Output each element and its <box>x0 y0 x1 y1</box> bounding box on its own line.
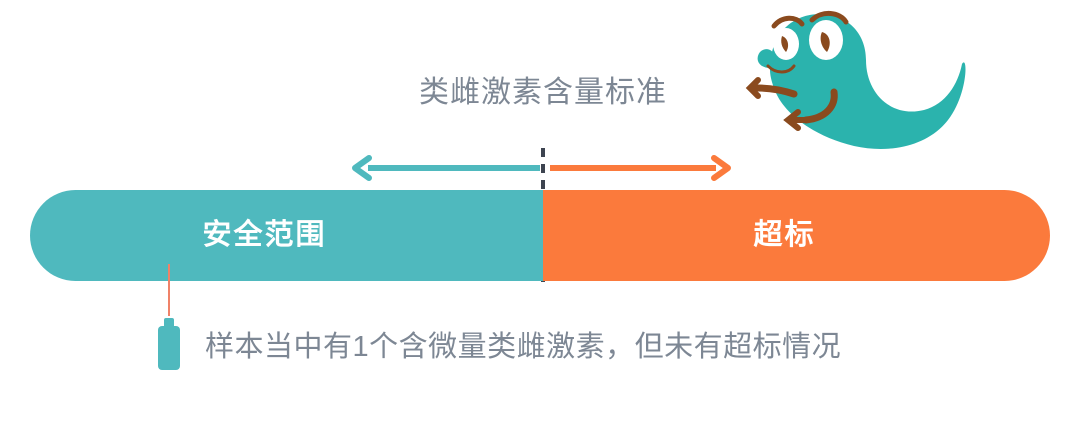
worm-pupil-right <box>820 32 830 52</box>
arrow-right-exceed <box>550 155 731 181</box>
bottle-neck <box>164 318 174 328</box>
worm-eyebrow-left <box>771 15 805 29</box>
sample-bottle-icon <box>158 318 180 370</box>
bar-segment-safe-label: 安全范围 <box>202 219 327 251</box>
worm-eyebrow-right <box>809 11 849 25</box>
bottle-body <box>158 326 180 370</box>
worm-hand-upper <box>745 77 767 99</box>
bar-segment-exceed: 超标 <box>543 190 1050 281</box>
bar-segment-safe: 安全范围 <box>30 190 543 281</box>
arrow-indicators <box>0 152 1080 182</box>
bar-segment-exceed-label: 超标 <box>753 219 816 251</box>
worm-mouth <box>766 64 796 74</box>
sample-pointer-line <box>168 264 170 316</box>
worm-mascot-icon <box>745 11 966 149</box>
worm-snout <box>757 49 776 68</box>
arrow-left-safe <box>352 155 540 181</box>
caption-text: 样本当中有1个含微量类雌激素，但未有超标情况 <box>205 331 842 363</box>
range-bar: 安全范围 超标 <box>30 190 1050 281</box>
page-title: 类雌激素含量标准 <box>419 76 667 109</box>
worm-hand-lower <box>783 109 807 131</box>
worm-pupil-left <box>781 36 789 52</box>
arrow-svg <box>352 155 731 181</box>
worm-arm-lower <box>802 88 838 124</box>
